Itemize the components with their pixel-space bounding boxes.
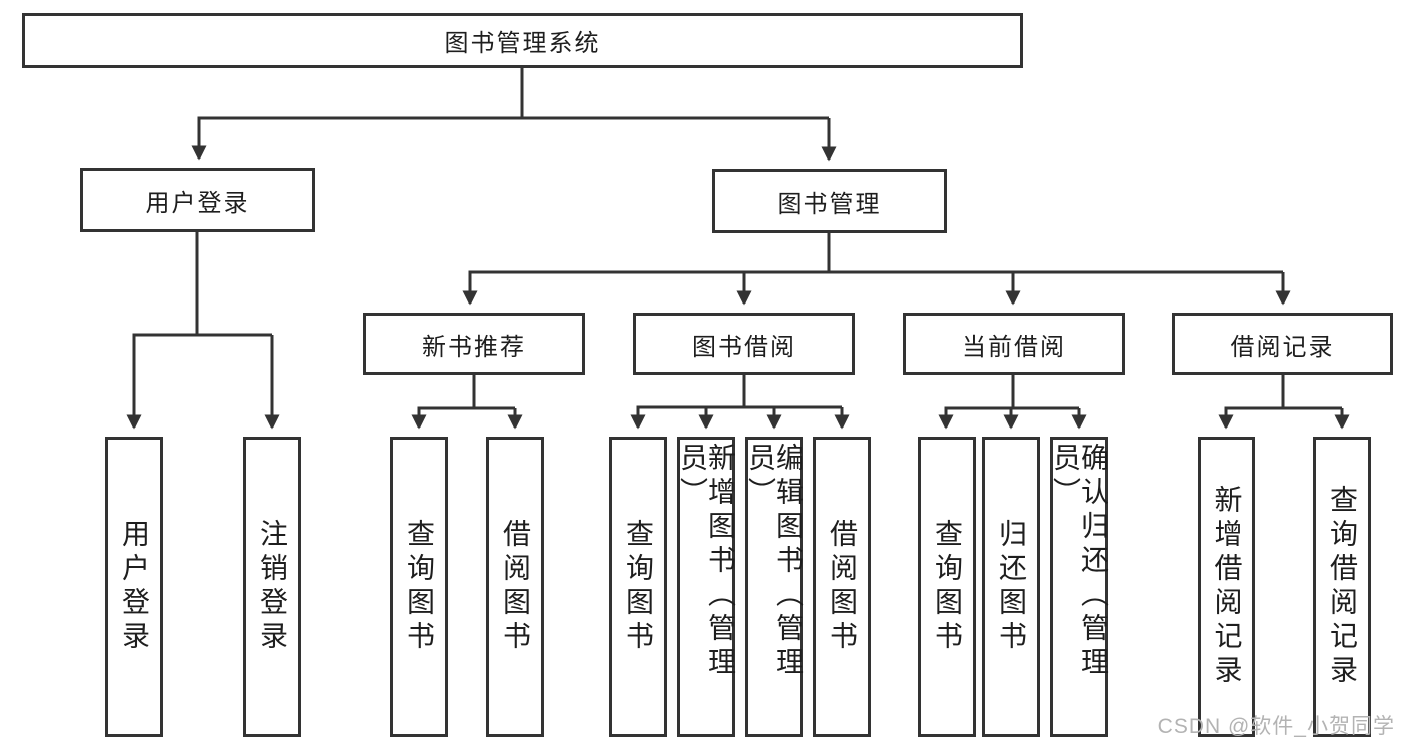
leaf-add-borrow-record: 新增借阅记录	[1198, 437, 1255, 737]
node-book-management-label: 图书管理	[777, 190, 882, 218]
leaf-return-books: 归还图书	[982, 437, 1040, 737]
csdn-watermark: CSDN @软件_小贺同学	[1157, 715, 1395, 738]
leaf-borrow-books-recommend: 借阅图书	[486, 437, 544, 737]
node-borrowing-records: 借阅记录	[1172, 313, 1393, 375]
node-book-borrowing-label: 图书借阅	[692, 333, 796, 361]
node-current-borrowing: 当前借阅	[903, 313, 1125, 375]
node-current-borrowing-label: 当前借阅	[962, 333, 1066, 361]
leaf-query-borrow-record: 查询借阅记录	[1313, 437, 1371, 737]
node-new-book-recommend-label: 新书推荐	[422, 333, 526, 361]
leaf-query-books-borrowing: 查询图书	[609, 437, 667, 737]
node-root-library-system: 图书管理系统	[22, 13, 1023, 68]
node-book-management: 图书管理	[712, 169, 947, 233]
node-book-borrowing: 图书借阅	[633, 313, 855, 375]
node-user-login: 用户登录	[80, 168, 315, 232]
leaf-query-books-current: 查询图书	[918, 437, 976, 737]
leaf-confirm-return-admin: 确认归还（管理员）	[1050, 437, 1109, 737]
node-user-login-label: 用户登录	[145, 189, 250, 217]
node-new-book-recommend: 新书推荐	[363, 313, 585, 375]
leaf-logout: 注销登录	[243, 437, 301, 737]
leaf-query-books-recommend: 查询图书	[390, 437, 448, 737]
leaf-borrow-books: 借阅图书	[813, 437, 871, 737]
leaf-add-books-admin: 新增图书（管理员）	[677, 437, 736, 737]
leaf-user-login: 用户登录	[105, 437, 163, 737]
node-borrowing-records-label: 借阅记录	[1230, 333, 1335, 361]
leaf-edit-books-admin: 编辑图书（管理员）	[745, 437, 804, 737]
node-root-label: 图书管理系统	[444, 30, 601, 57]
